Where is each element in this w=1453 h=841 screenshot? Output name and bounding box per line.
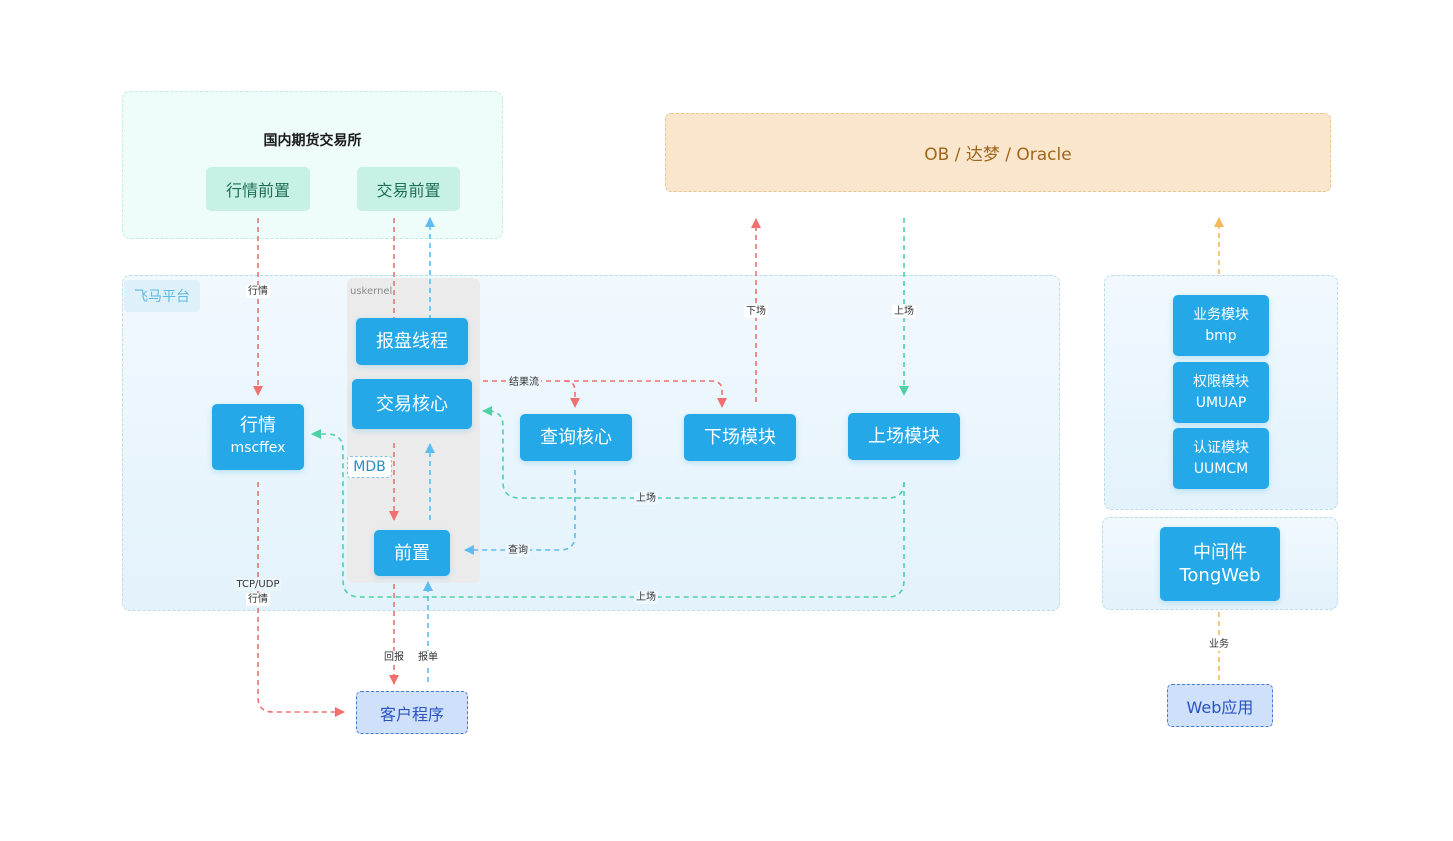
client-program-node: 客户程序: [356, 691, 468, 734]
flow-label-result-stream: 结果流: [507, 376, 541, 389]
flow-label-order-report: 报单: [416, 651, 440, 664]
flow-onboard-bottom: [311, 429, 905, 598]
market-node: 行情 mscffex: [212, 404, 304, 470]
flow-result-to-offboard: [565, 380, 727, 408]
flow-label-query: 查询: [506, 544, 530, 557]
report-thread-node: 报盘线程: [356, 318, 468, 365]
market-front-node: 行情前置: [206, 167, 310, 211]
database-label: OB / 达梦 / Oracle: [924, 145, 1072, 165]
feima-platform-tag: 飞马平台: [124, 280, 200, 312]
flow-label-offboard: 下场: [744, 305, 768, 318]
flow-onboard-mid: [482, 406, 905, 499]
flow-label-tcp-market: 行情: [246, 593, 270, 606]
middleware-title: 中间件: [1193, 542, 1247, 563]
flow-tcp-market: [257, 482, 345, 717]
flow-label-market: 行情: [246, 285, 270, 298]
flow-label-return-report: 回报: [382, 651, 406, 664]
middleware-product: TongWeb: [1179, 565, 1261, 586]
onboard-module-node: 上场模块: [848, 413, 960, 460]
trade-core-node: 交易核心: [352, 379, 472, 429]
exchange-title: 国内期货交易所: [263, 133, 362, 149]
flow-label-tcp-udp: TCP/UDP: [234, 578, 282, 591]
permission-module-node: 权限模块 UMUAP: [1173, 362, 1269, 423]
market-node-title: 行情: [240, 415, 276, 436]
trade-front-node: 交易前置: [357, 167, 460, 211]
auth-module-node: 认证模块 UUMCM: [1173, 428, 1269, 489]
auth-module-title: 认证模块: [1193, 439, 1249, 456]
front-node: 前置: [374, 530, 450, 576]
query-core-node: 查询核心: [520, 414, 632, 461]
flow-label-onboard-top: 上场: [892, 305, 916, 318]
flow-query: [464, 470, 576, 555]
middleware-node: 中间件 TongWeb: [1160, 527, 1280, 601]
permission-module-code: UMUAP: [1195, 394, 1247, 411]
business-module-node: 业务模块 bmp: [1173, 295, 1269, 356]
business-module-code: bmp: [1205, 327, 1237, 344]
flow-label-business: 业务: [1207, 638, 1231, 651]
flow-label-onboard-bottom: 上场: [634, 591, 658, 604]
flow-label-onboard-mid: 上场: [634, 492, 658, 505]
exchange-region: [122, 91, 503, 239]
permission-module-title: 权限模块: [1193, 373, 1249, 390]
auth-module-code: UUMCM: [1193, 460, 1249, 477]
database-box: OB / 达梦 / Oracle: [665, 113, 1331, 192]
business-module-title: 业务模块: [1193, 306, 1249, 323]
market-node-subtitle: mscffex: [230, 440, 286, 456]
mdb-tag: MDB: [347, 456, 392, 478]
offboard-module-node: 下场模块: [684, 414, 796, 461]
uskernel-label: uskernel: [350, 286, 393, 297]
web-app-node: Web应用: [1167, 684, 1273, 727]
